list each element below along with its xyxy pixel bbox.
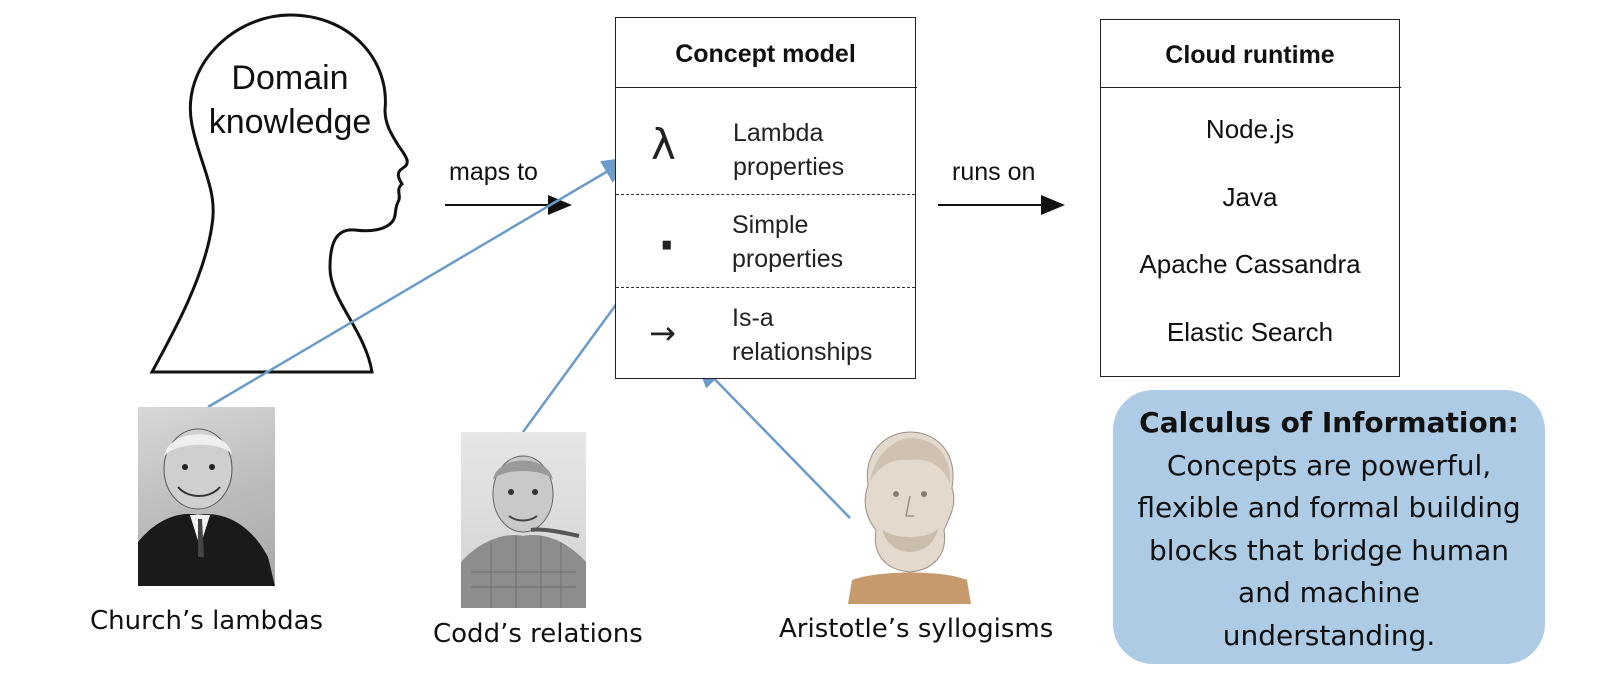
- concept-row-divider-2: [616, 287, 915, 288]
- runtime-item-cassandra: Apache Cassandra: [1139, 249, 1361, 279]
- callout-title: Calculus of Information:: [1139, 406, 1519, 439]
- runtime-item-elasticsearch: Elastic Search: [1166, 317, 1334, 347]
- head-silhouette: [149, 13, 409, 374]
- church-portrait-image: [138, 407, 275, 586]
- lambda-properties-label: Lambda properties: [733, 116, 844, 184]
- runtime-item-nodejs: Node.js: [1205, 114, 1295, 144]
- calculus-callout: Calculus of Information: Concepts are po…: [1113, 390, 1545, 664]
- domain-knowledge-line2: knowledge: [208, 103, 372, 141]
- aristotle-bust-image: [848, 430, 971, 604]
- church-connector: [207, 156, 633, 409]
- dot-symbol-icon: ·: [658, 218, 676, 272]
- codd-caption: Codd’s relations: [433, 619, 643, 649]
- concept-model-title: Concept model: [675, 40, 856, 68]
- lambda-line2: properties: [733, 153, 845, 181]
- codd-portrait-image: [461, 432, 586, 608]
- isa-line1: Is-a: [732, 304, 774, 332]
- isa-relationships-label: Is-a relationships: [732, 301, 872, 369]
- aristotle-connector: [694, 358, 851, 519]
- cloud-runtime-title: Cloud runtime: [1165, 41, 1335, 69]
- concept-model-box: Concept model λ Lambda properties · Simp…: [615, 17, 917, 379]
- church-caption: Church’s lambdas: [90, 606, 324, 636]
- callout-body: Concepts are powerful, flexible and form…: [1137, 448, 1521, 652]
- simple-properties-label: Simple properties: [732, 208, 843, 276]
- isa-line2: relationships: [732, 338, 873, 366]
- lambda-symbol-icon: λ: [651, 120, 676, 169]
- domain-knowledge-label: Domain knowledge: [190, 56, 390, 144]
- concept-model-header-divider: [616, 87, 917, 88]
- cloud-runtime-header-divider: [1101, 87, 1401, 88]
- cloud-runtime-box: Cloud runtime Node.js Java Apache Cassan…: [1100, 19, 1401, 377]
- aristotle-caption: Aristotle’s syllogisms: [779, 614, 1054, 644]
- simple-line1: Simple: [732, 211, 809, 239]
- maps-to-label: maps to: [449, 158, 538, 186]
- domain-knowledge-line1: Domain: [231, 59, 349, 97]
- runtime-item-java: Java: [1222, 182, 1278, 212]
- arrow-symbol-icon: →: [649, 314, 676, 352]
- concept-row-divider-1: [616, 194, 915, 195]
- lambda-line1: Lambda: [733, 119, 824, 147]
- simple-line2: properties: [732, 245, 844, 273]
- runs-on-label: runs on: [952, 158, 1036, 186]
